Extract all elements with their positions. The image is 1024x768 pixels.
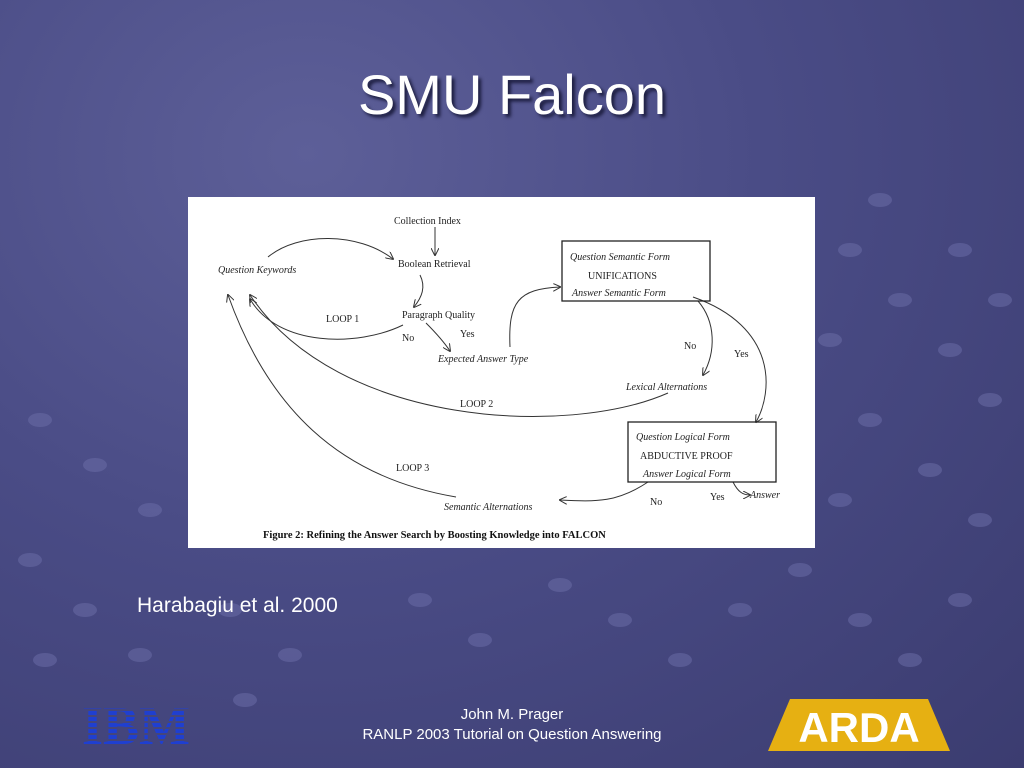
node-question-logical-form: Question Logical Form [636, 432, 730, 443]
edge-quality-to-type [425, 322, 450, 351]
ibm-logo: IBM [82, 699, 190, 749]
label-yes-semantic: Yes [734, 349, 749, 360]
node-boolean-retrieval: Boolean Retrieval [398, 259, 471, 270]
edge-type-to-semantic [509, 287, 560, 348]
edge-loop1 [250, 299, 404, 340]
footer-event: RANLP 2003 Tutorial on Question Answerin… [362, 726, 662, 743]
node-answer-semantic-form: Answer Semantic Form [571, 288, 666, 299]
node-question-semantic-form: Question Semantic Form [570, 252, 670, 263]
edge-keywords-to-retrieval [267, 238, 393, 259]
node-answer: Answer [749, 490, 780, 501]
label-no-quality: No [402, 333, 414, 344]
node-answer-logical-form: Answer Logical Form [642, 469, 731, 480]
node-question-keywords: Question Keywords [218, 265, 296, 276]
citation-text: Harabagiu et al. 2000 [137, 594, 338, 617]
node-abductive-proof: ABDUCTIVE PROOF [640, 451, 733, 462]
label-yes-logical: Yes [710, 492, 725, 503]
edge-semantic-yes [692, 296, 767, 422]
svg-text:IBM: IBM [82, 699, 190, 749]
node-unifications: UNIFICATIONS [588, 271, 657, 282]
node-collection-index: Collection Index [394, 216, 461, 227]
label-loop2: LOOP 2 [460, 399, 493, 410]
label-no-semantic: No [684, 341, 696, 352]
logical-form-box [627, 421, 777, 483]
footer: John M. Prager RANLP 2003 Tutorial on Qu… [300, 705, 724, 745]
node-semantic-alternations: Semantic Alternations [444, 502, 533, 513]
edge-loop2 [250, 295, 669, 417]
edge-retrieval-to-quality [414, 274, 424, 307]
edge-semantic-no [697, 300, 713, 375]
svg-text:ARDA: ARDA [798, 704, 919, 751]
slide-title: SMU Falcon [357, 63, 667, 126]
footer-author: John M. Prager [460, 706, 564, 723]
arda-logo: ARDA [768, 699, 950, 751]
label-yes-quality: Yes [460, 329, 475, 340]
figure-caption: Figure 2: Refining the Answer Search by … [263, 530, 606, 541]
edge-loop3 [228, 295, 457, 498]
node-lexical-alternations: Lexical Alternations [625, 382, 707, 393]
label-no-logical: No [650, 497, 662, 508]
edge-logical-yes [732, 481, 750, 495]
label-loop1: LOOP 1 [326, 314, 359, 325]
falcon-flow-diagram: Collection Index Boolean Retrieval Quest… [218, 216, 780, 541]
node-expected-answer-type: Expected Answer Type [437, 354, 529, 365]
node-paragraph-quality: Paragraph Quality [402, 310, 475, 321]
arda-logo-shape [768, 699, 950, 751]
falcon-architecture-figure: Collection Index Boolean Retrieval Quest… [188, 197, 815, 548]
label-loop3: LOOP 3 [396, 463, 429, 474]
semantic-form-box [561, 240, 711, 302]
edge-logical-no [560, 481, 649, 501]
